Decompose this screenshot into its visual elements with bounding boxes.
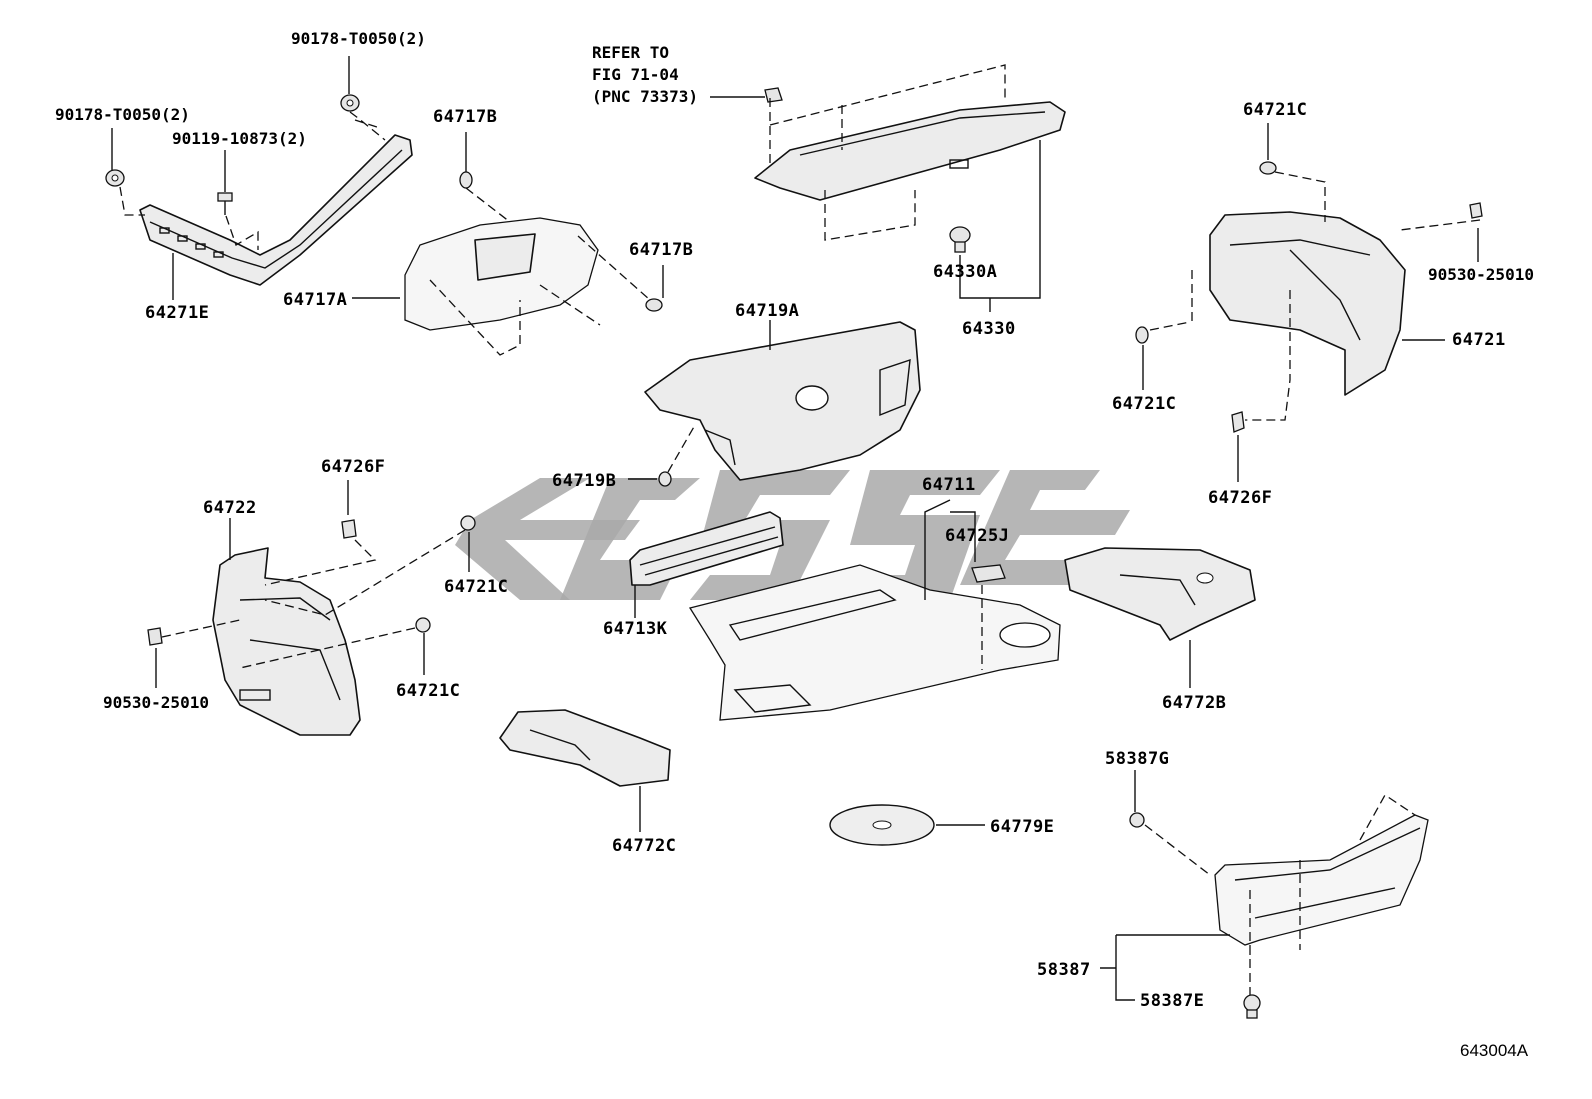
clip-64717B-right-icon <box>645 298 663 312</box>
label-64721C-topright: 64721C <box>1243 100 1307 120</box>
label-64725J: 64725J <box>945 526 1009 546</box>
label-90530-right: 90530-25010 <box>1428 265 1534 284</box>
part-64713K-bracket <box>629 511 784 586</box>
label-64721C-right: 64721C <box>1112 394 1176 414</box>
clip-64330A-icon <box>949 226 971 253</box>
label-64330: 64330 <box>962 319 1016 339</box>
part-64330-package-shelf <box>754 101 1066 201</box>
part-58387-sill-plate <box>1214 814 1429 946</box>
clip-64717B-top-icon <box>459 171 473 189</box>
label-refer-3: (PNC 73373) <box>592 87 698 106</box>
label-64271E: 64271E <box>145 303 209 323</box>
label-refer-2: FIG 71-04 <box>592 65 679 84</box>
label-64721: 64721 <box>1452 330 1506 350</box>
clip-64721C-topright-icon <box>1259 161 1277 175</box>
label-64772C: 64772C <box>612 836 676 856</box>
label-90178-left: 90178-T0050(2) <box>55 105 190 124</box>
screw-90119-icon <box>217 192 233 215</box>
clip-64721C-right-icon <box>1135 326 1149 344</box>
clip-58387G-icon <box>1129 812 1145 828</box>
part-64721-quarter-trim-right <box>1209 211 1406 396</box>
label-64719A: 64719A <box>735 301 799 321</box>
label-64719B: 64719B <box>552 471 616 491</box>
clip-90178-left-icon <box>105 169 125 187</box>
label-64717B-top: 64717B <box>433 107 497 127</box>
part-64722-quarter-trim-left <box>212 547 361 736</box>
clip-90178-top-icon <box>340 94 360 112</box>
label-64726F-left: 64726F <box>321 457 385 477</box>
clip-90530-right-icon <box>1469 202 1483 219</box>
part-64772C-tray <box>499 709 671 787</box>
label-64726F-right: 64726F <box>1208 488 1272 508</box>
clip-64721C-mid-icon <box>460 515 476 531</box>
label-90530-left: 90530-25010 <box>103 693 209 712</box>
label-64779E: 64779E <box>990 817 1054 837</box>
label-64713K: 64713K <box>603 619 668 639</box>
label-64721C-mid: 64721C <box>444 577 508 597</box>
clip-64725J-icon <box>971 564 1006 583</box>
label-64722: 64722 <box>203 498 257 518</box>
label-58387: 58387 <box>1037 960 1091 980</box>
clip-64721C-low-icon <box>415 617 431 633</box>
label-64721C-low: 64721C <box>396 681 460 701</box>
clip-90530-left-icon <box>147 627 163 646</box>
label-90178-top: 90178-T0050(2) <box>291 29 426 48</box>
label-58387G: 58387G <box>1105 749 1169 769</box>
figure-code: 643004A <box>1460 1041 1529 1060</box>
clip-58387E-icon <box>1243 994 1261 1019</box>
part-64779E-disc <box>829 804 935 846</box>
label-58387E: 58387E <box>1140 991 1204 1011</box>
clip-64719B-icon <box>658 471 672 487</box>
label-64330A: 64330A <box>933 262 997 282</box>
part-64772B-tray <box>1064 547 1256 641</box>
clip-64726F-right-icon <box>1231 411 1245 433</box>
clip-refer-icon <box>764 87 783 103</box>
label-64717A: 64717A <box>283 290 347 310</box>
part-64711-trunk-mat <box>688 564 1061 721</box>
part-64717A-panel <box>404 217 599 331</box>
label-64772B: 64772B <box>1162 693 1226 713</box>
part-64719A-lid-trim <box>644 321 921 481</box>
label-64717B-right: 64717B <box>629 240 693 260</box>
label-90119: 90119-10873(2) <box>172 129 307 148</box>
label-refer-1: REFER TO <box>592 43 669 62</box>
label-64711: 64711 <box>922 475 976 495</box>
clip-64726F-left-icon <box>341 519 357 539</box>
part-64271E-rail <box>139 134 413 286</box>
